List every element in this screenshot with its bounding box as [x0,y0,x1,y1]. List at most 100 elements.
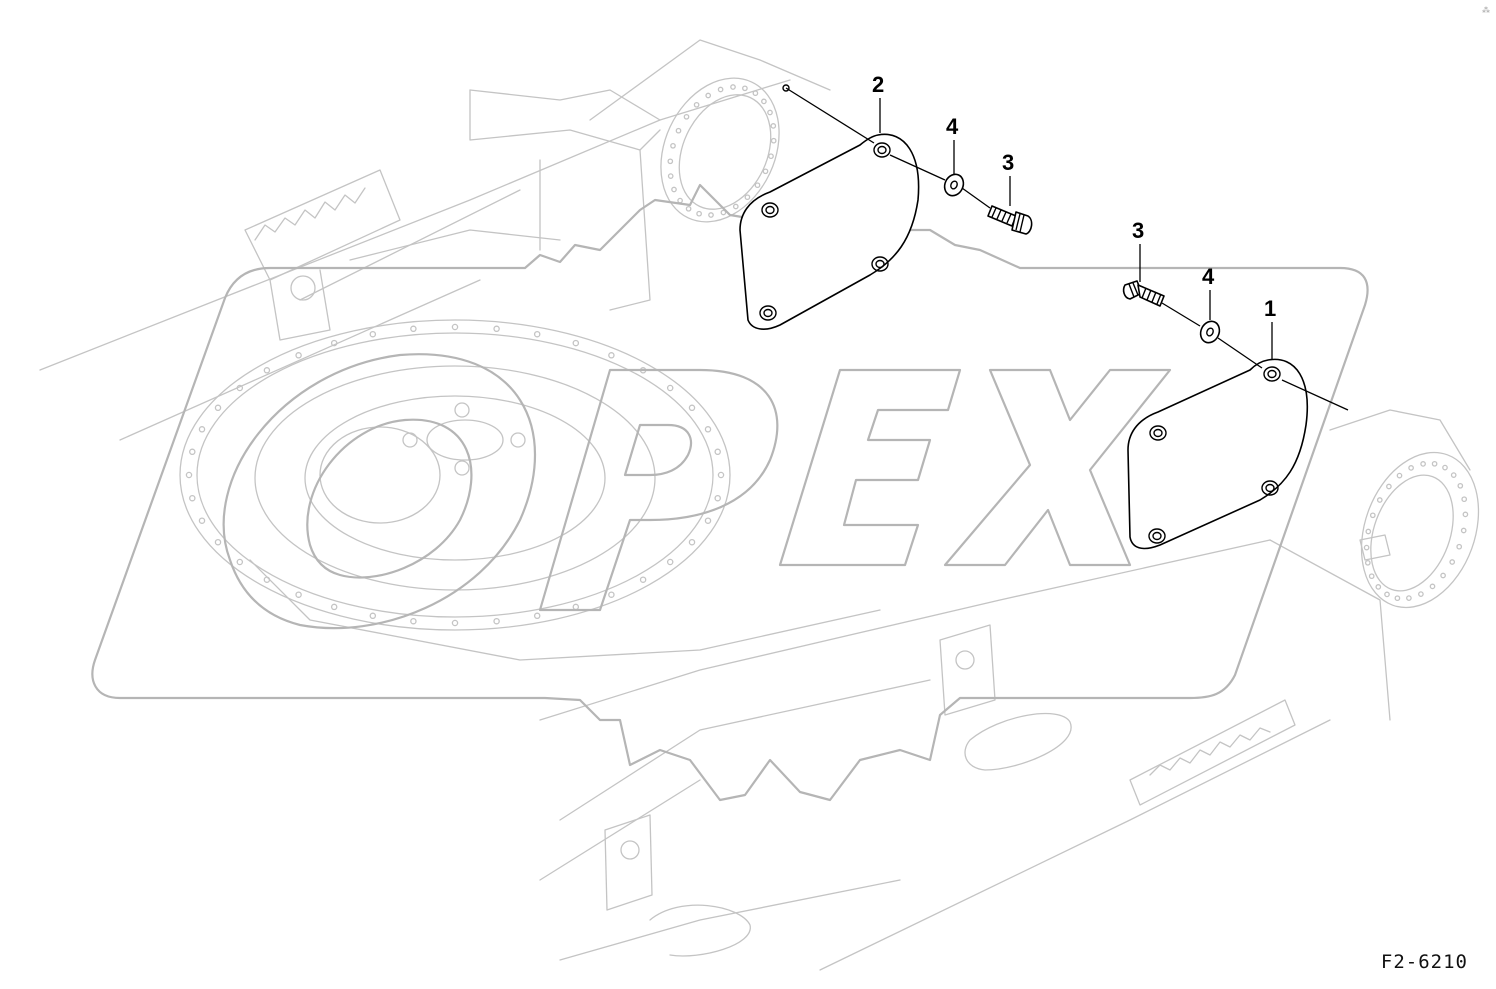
bolt-hole [667,173,674,179]
bolt-hole [185,471,193,479]
bolt-hole [1450,472,1457,478]
callout-leaders [879,98,1273,360]
washer-4-left [943,173,965,197]
bolt-hole [704,426,712,433]
bolt-hole [677,197,683,204]
bolt-hole [770,137,777,144]
bolt-hole [675,127,682,134]
bolt-hole [1461,496,1468,503]
bolt-hole [1394,595,1401,602]
bolt-hole [572,603,580,611]
cover-plate-1 [1127,358,1308,550]
bolt-hole [198,426,206,433]
bolt-hole [608,352,615,359]
bolt-hole [639,576,647,583]
bolt-hole [189,494,196,502]
bolt-hole [714,494,721,502]
bolt-hole [369,612,377,620]
background-machine-frame [39,39,1480,971]
bolt-hole [410,325,417,333]
bolt-hole [685,205,692,212]
bolt-hole [717,471,725,479]
bearing-bolt-holes [667,84,1469,602]
bolt-hole [770,123,777,129]
bolt-hole [214,404,222,412]
bolt-hole [1363,544,1370,551]
bolt-hole [214,538,222,546]
bolt-hole [493,325,500,333]
bolt-hole [730,84,736,90]
bolt-hole [1456,543,1463,550]
bolt-hole [671,186,677,193]
bolt-hole [1368,573,1375,580]
bolt-hole [572,339,580,347]
callout-3-right: 3 [1132,218,1144,243]
bolt-hole [198,517,206,524]
bolt-hole [683,113,690,120]
bolt-hole [1462,511,1469,518]
bolt-hole [1376,497,1383,503]
bolt-hole [1431,460,1438,467]
bolt-hole [666,558,674,566]
bolt-hole [493,617,500,625]
bolt-hole [236,384,244,392]
bolt-hole [533,330,541,338]
bolt-hole [732,203,739,210]
bolt-hole [263,367,271,374]
bolt-hole [1420,461,1426,467]
bolt-3-right [1122,280,1165,307]
bolt-hole [451,323,459,331]
bolt-hole [1369,512,1376,519]
bolt-hole [1460,527,1467,534]
bolt-hole [1386,483,1392,490]
bolt-hole [451,619,459,627]
bolt-hole [742,85,748,92]
bolt-hole [767,109,773,116]
callout-4-right: 4 [1202,264,1215,289]
bolt-hole [714,448,721,456]
bolt-hole [1365,528,1372,535]
bolt-hole [704,517,712,524]
bolt-hole [1408,465,1414,471]
bolt-hole [688,404,696,412]
assembly-center-lines [782,84,1349,411]
bolt-hole [1418,591,1424,597]
bolt-hole [754,182,761,189]
bolt-hole [1457,482,1464,489]
bolt-hole [189,448,196,456]
bolt-hole [708,212,714,218]
bolt-hole [1375,584,1382,590]
bolt-3-left [987,205,1033,235]
bolt-hole [330,339,338,347]
bolt-hole [744,194,751,201]
bolt-hole [696,210,702,217]
callout-2-left: 2 [872,72,884,97]
bolt-hole [752,90,759,97]
bolt-hole [295,591,302,598]
bolt-hole [688,538,696,546]
bolt-hole [667,158,674,165]
cover-plate-2 [739,133,920,330]
bolt-hole [1449,559,1456,565]
bolt-hole [1442,464,1448,471]
bolt-hole [236,558,244,566]
callout-4-left: 4 [946,114,959,139]
bolt-hole [1384,591,1390,598]
bolt-hole [330,603,338,611]
bolt-hole [666,384,674,392]
bolt-hole [705,92,712,99]
bolt-hole [1406,595,1412,601]
bolt-hole [1396,472,1403,479]
bolt-hole [369,330,377,338]
callout-1-right: 1 [1264,296,1276,321]
bolt-hole [410,617,417,625]
bolt-hole [762,168,769,175]
bolt-hole [693,101,700,108]
callout-3-left: 3 [1002,150,1014,175]
bolt-hole [1364,559,1371,566]
bolt-hole [717,86,724,93]
figure-code: F2-6210 [1380,951,1468,973]
bolt-hole [263,576,271,583]
